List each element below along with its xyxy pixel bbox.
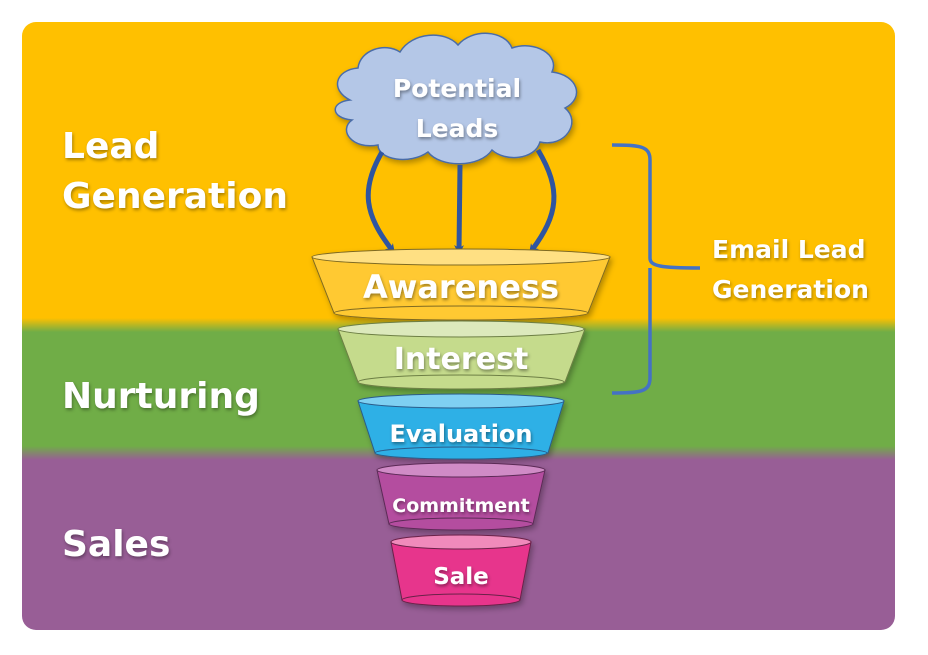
cloud-label-line: Leads <box>416 114 499 143</box>
potential-leads-cloud <box>334 32 578 165</box>
cloud-icon <box>334 32 578 165</box>
funnel-stage-evaluation <box>357 393 565 460</box>
arrow-icon <box>529 148 557 255</box>
stage-label-lead-generation: Lead Generation <box>62 122 288 222</box>
side-label-line: Generation <box>712 275 869 304</box>
right-brace-icon <box>611 143 701 395</box>
funnel-stage-awareness <box>311 248 611 321</box>
side-label-line: Email Lead <box>712 235 866 264</box>
funnel-label-awareness: Awareness <box>363 268 559 306</box>
funnel-stage-sale <box>390 534 532 607</box>
funnel-label-evaluation: Evaluation <box>389 420 532 448</box>
stage-label-line: Nurturing <box>62 376 260 417</box>
stage-label-nurturing: Nurturing <box>62 372 260 422</box>
funnel-label-sale: Sale <box>433 564 489 590</box>
arrow-icon <box>454 164 465 255</box>
stage-label-line: Lead <box>62 126 160 167</box>
stage-label-line: Generation <box>62 176 288 217</box>
funnel-label-interest: Interest <box>394 342 529 377</box>
email-lead-generation-label: Email Lead Generation <box>712 230 869 310</box>
stage-label-line: Sales <box>62 524 171 565</box>
arrow-icon <box>365 150 396 254</box>
stage-label-sales: Sales <box>62 520 170 570</box>
funnel-stage-interest <box>337 320 586 390</box>
funnel-stage-commitment <box>376 462 546 531</box>
cloud-label-line: Potential <box>393 74 521 103</box>
funnel-label-commitment: Commitment <box>392 495 529 517</box>
